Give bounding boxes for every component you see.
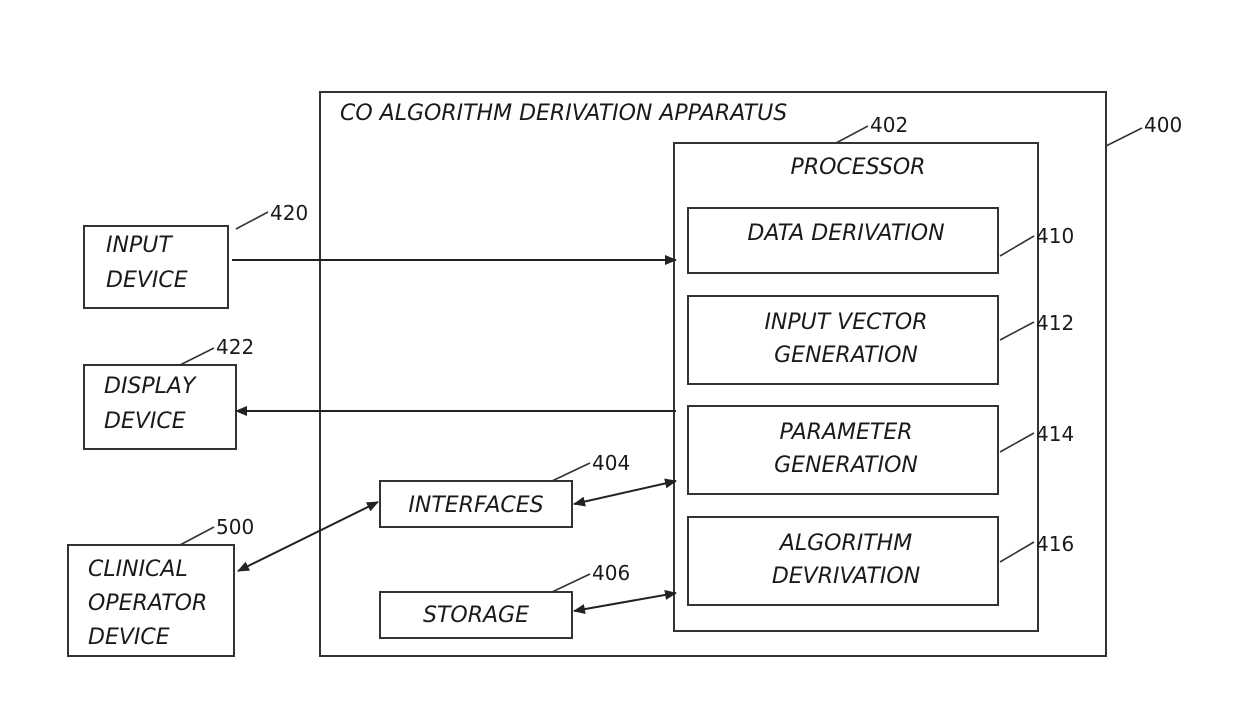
display-device-line1: DISPLAY — [104, 374, 197, 399]
storage-label: STORAGE — [423, 603, 529, 628]
module-414-ref: 414 — [1036, 422, 1074, 446]
input-vector-generation-line1: INPUT VECTOR — [764, 310, 927, 335]
input-device-ref-leader — [236, 212, 268, 229]
storage-ref-leader — [552, 574, 590, 592]
display-device-ref: 422 — [216, 335, 254, 359]
module-412-ref: 412 — [1036, 311, 1074, 335]
display-device-ref-leader — [180, 348, 214, 365]
apparatus-ref: 400 — [1144, 113, 1182, 137]
interfaces-label: INTERFACES — [408, 493, 543, 518]
processor-ref: 402 — [870, 113, 908, 137]
module-416-ref: 416 — [1036, 532, 1074, 556]
input-device-ref: 420 — [270, 201, 308, 225]
clinical-operator-device-ref: 500 — [216, 515, 254, 539]
display-device-line2: DEVICE — [104, 409, 186, 434]
storage-ref: 406 — [592, 561, 630, 585]
interfaces-ref: 404 — [592, 451, 630, 475]
clinical-operator-device-line1: CLINICAL — [88, 557, 188, 582]
apparatus-ref-leader — [1106, 128, 1142, 146]
algorithm-derivation-line1: ALGORITHM — [778, 531, 912, 556]
data-derivation-label: DATA DERIVATION — [747, 221, 944, 246]
clinical-operator-device-ref-leader — [180, 527, 214, 545]
apparatus-label: CO ALGORITHM DERIVATION APPARATUS — [340, 101, 787, 126]
input-vector-generation-line2: GENERATION — [774, 343, 918, 368]
module-410-ref: 410 — [1036, 224, 1074, 248]
input-device-line2: DEVICE — [106, 268, 188, 293]
processor-label: PROCESSOR — [791, 155, 926, 180]
clinical-interfaces-arrow — [238, 502, 378, 571]
clinical-operator-device-line2: OPERATOR — [88, 591, 207, 616]
interfaces-ref-leader — [552, 463, 590, 481]
input-device-line1: INPUT — [106, 233, 173, 258]
interfaces-processor-arrow — [574, 481, 676, 504]
storage-processor-arrow — [574, 593, 676, 611]
clinical-operator-device-line3: DEVICE — [88, 625, 170, 650]
algorithm-derivation-line2: DEVRIVATION — [772, 564, 920, 589]
parameter-generation-line2: GENERATION — [774, 453, 918, 478]
parameter-generation-line1: PARAMETER — [779, 420, 912, 445]
processor-ref-leader — [836, 126, 868, 143]
